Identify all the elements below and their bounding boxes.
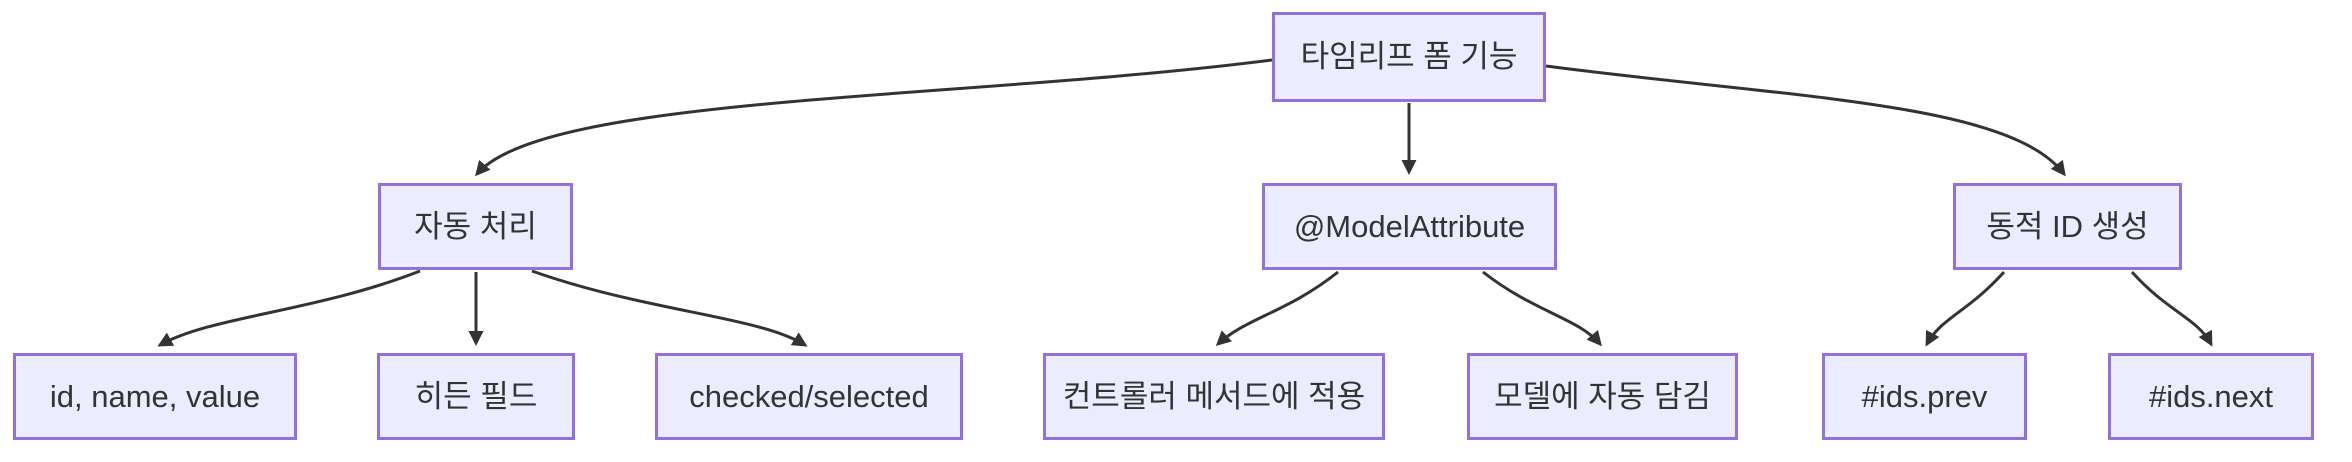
node-ids-prev: #ids.prev [1822, 353, 2027, 440]
node-label: #ids.next [2148, 378, 2274, 414]
node-thymeleaf-form-features: 타임리프 폼 기능 [1272, 12, 1546, 102]
node-label: 동적 ID 생성 [1986, 208, 2149, 244]
node-auto-processing: 자동 처리 [378, 183, 573, 270]
node-label: checked/selected [689, 378, 929, 414]
node-model-auto-added: 모델에 자동 담김 [1467, 353, 1738, 440]
node-model-attribute: @ModelAttribute [1262, 183, 1557, 270]
node-label: 히든 필드 [414, 378, 538, 414]
node-hidden-field: 히든 필드 [377, 353, 575, 440]
node-controller-method-apply: 컨트롤러 메서드에 적용 [1043, 353, 1385, 440]
node-label: 자동 처리 [414, 208, 537, 244]
edge-root-to-auto-processing [475, 58, 1273, 177]
node-label: #ids.prev [1861, 378, 1988, 414]
edge-model-attribute-to-model-auto [1482, 270, 1602, 347]
node-label: 컨트롤러 메서드에 적용 [1062, 378, 1366, 414]
edge-auto-processing-to-checked-selected [531, 269, 808, 347]
node-dynamic-id-generation: 동적 ID 생성 [1953, 183, 2182, 270]
node-label: 타임리프 폼 기능 [1300, 39, 1518, 75]
edge-dynamic-id-to-ids-prev [1925, 270, 2006, 347]
node-label: id, name, value [49, 378, 261, 414]
node-ids-next: #ids.next [2108, 353, 2314, 440]
node-checked-selected: checked/selected [655, 353, 963, 440]
edge-dynamic-id-to-ids-next [2130, 270, 2213, 347]
edge-model-attribute-to-controller-method [1215, 270, 1339, 347]
edge-auto-processing-to-id-name-value [157, 269, 421, 347]
node-label: @ModelAttribute [1293, 208, 1526, 244]
node-label: 모델에 자동 담김 [1494, 378, 1711, 414]
edge-root-to-dynamic-id [1545, 64, 2066, 177]
node-id-name-value: id, name, value [13, 353, 297, 440]
